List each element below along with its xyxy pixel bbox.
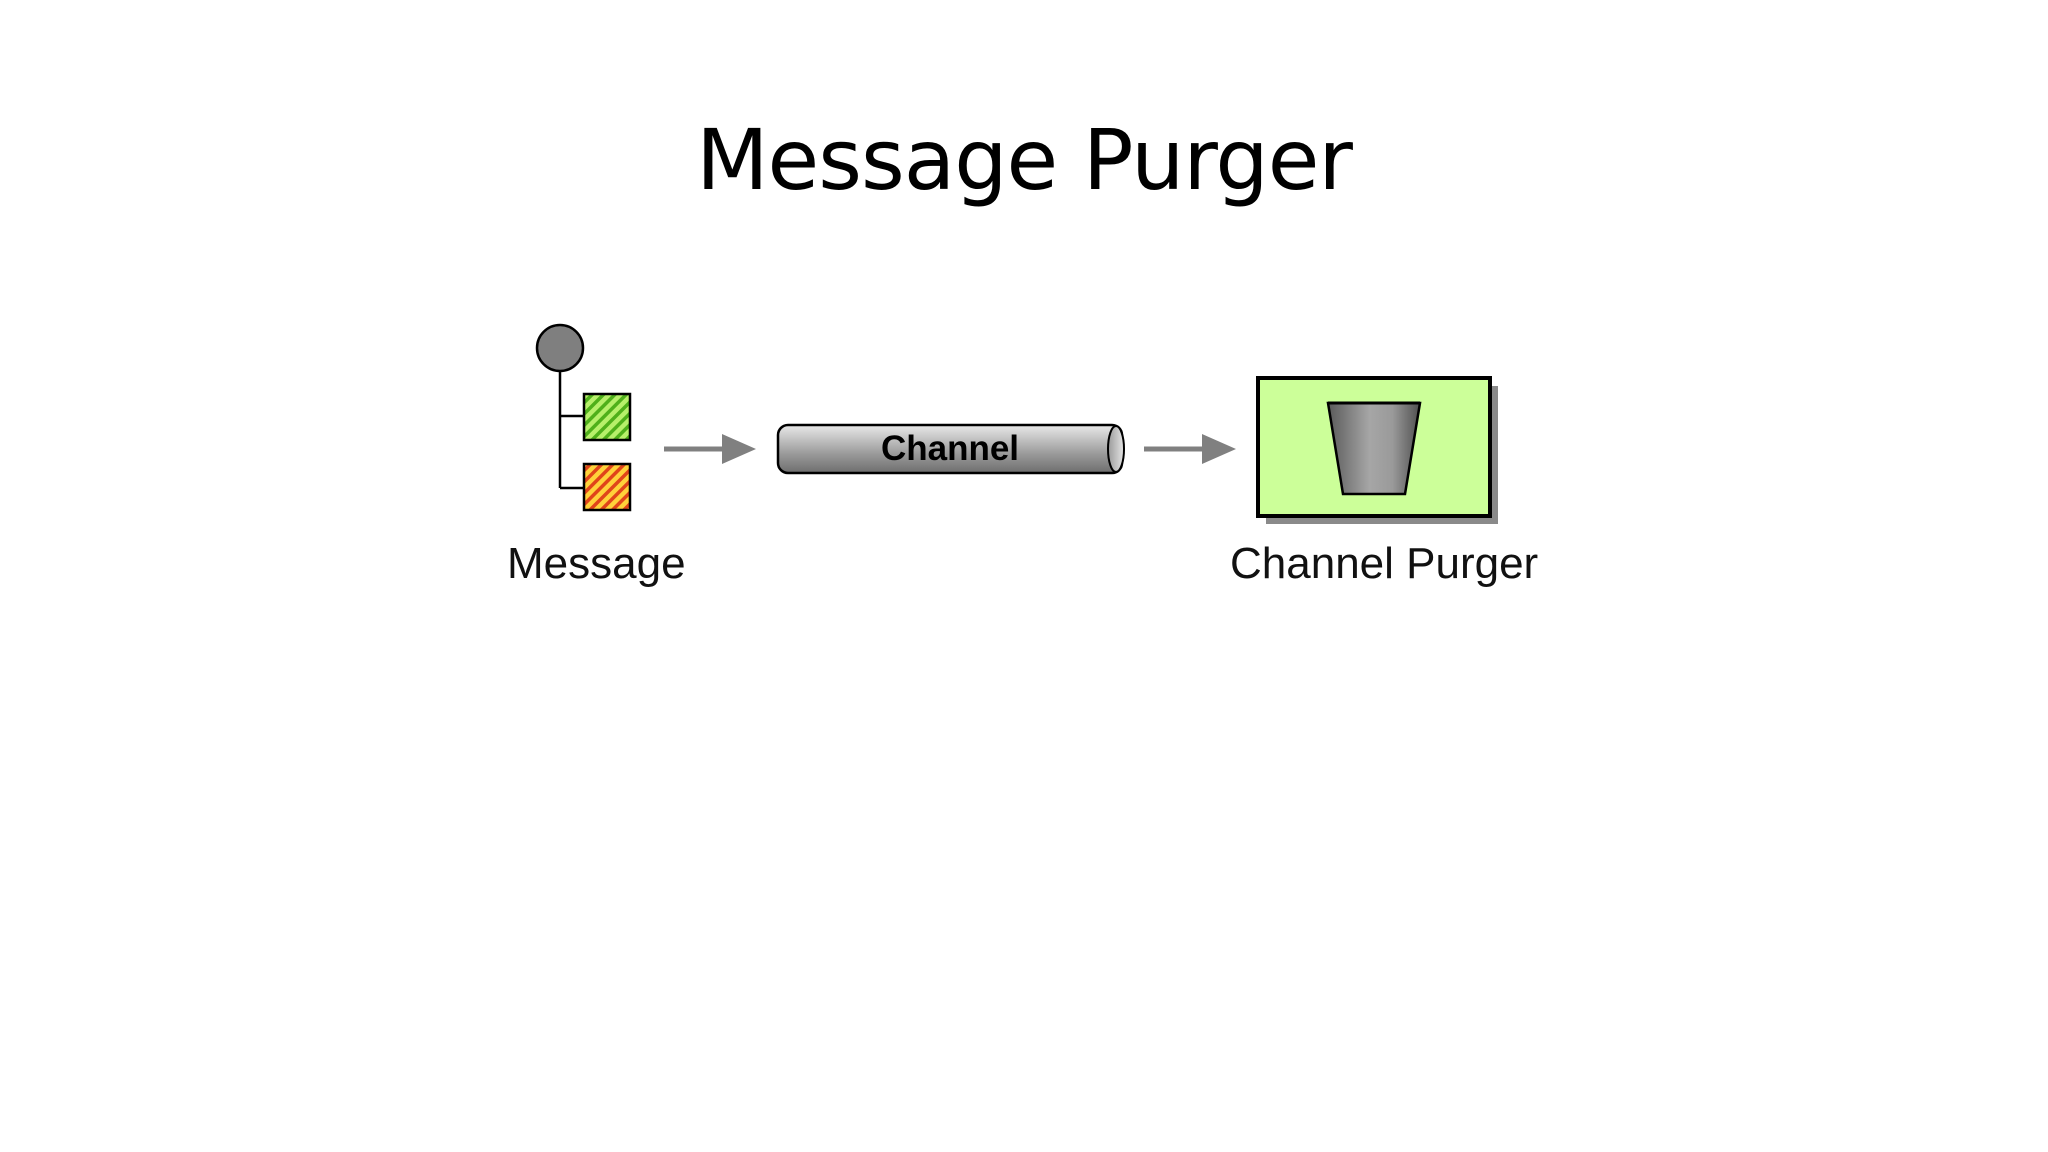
message-part-orange — [582, 462, 632, 512]
slide-title: Message Purger — [696, 111, 1353, 209]
message-tree-icon — [535, 323, 632, 512]
channel-purger-box — [1256, 376, 1498, 524]
message-root-node — [535, 323, 585, 373]
trash-bin-icon — [1326, 401, 1422, 496]
channel-purger-label: Channel Purger — [1230, 539, 1539, 588]
arrow-to-channel — [664, 434, 756, 464]
channel-label: Channel — [881, 429, 1019, 468]
arrow-to-purger — [1144, 434, 1236, 464]
message-label: Message — [507, 539, 686, 588]
message-part-green — [582, 392, 632, 442]
channel-pipe-icon: Channel — [776, 423, 1125, 475]
